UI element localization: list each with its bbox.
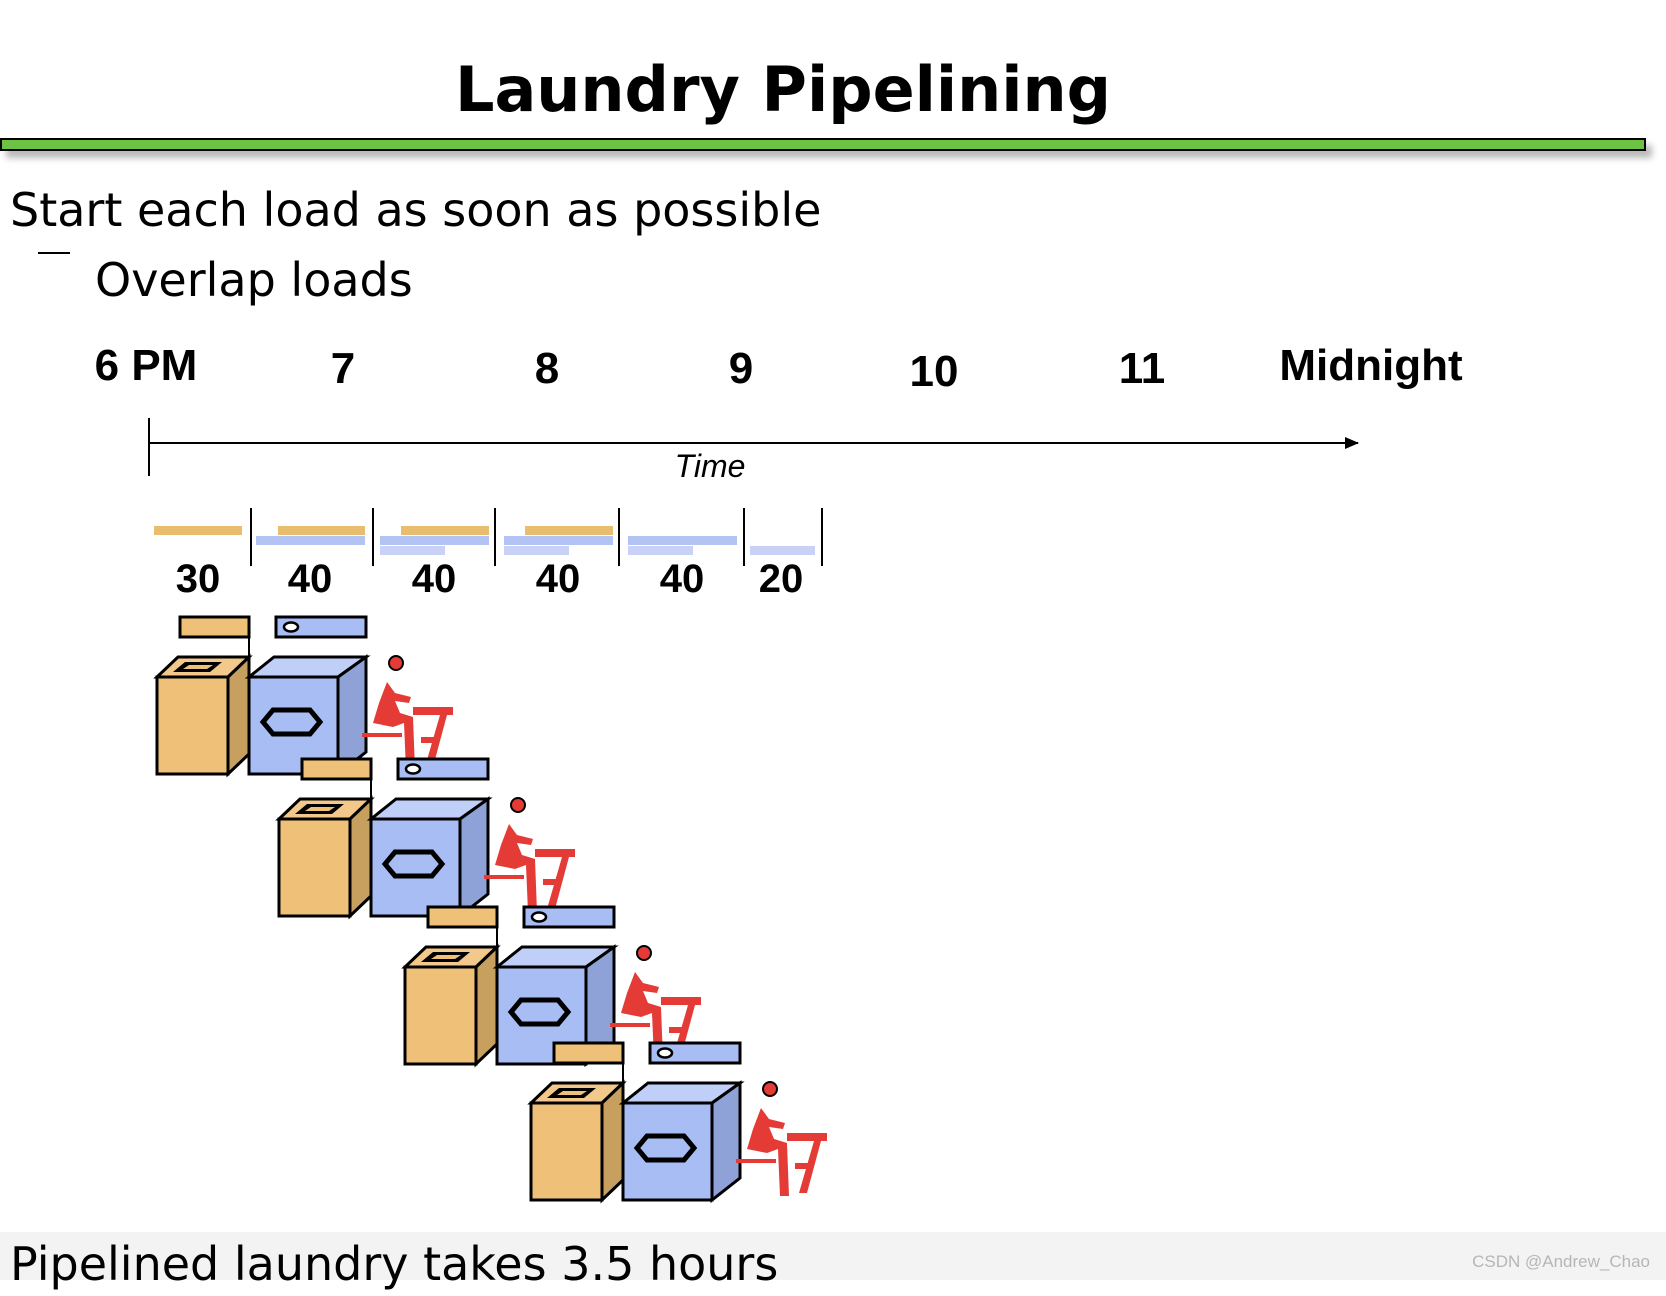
hour-label-7: 7: [330, 344, 356, 393]
fold-bar: [628, 546, 693, 555]
duration-label-5: 40: [659, 557, 705, 601]
hour-label-midnight: Midnight: [1279, 341, 1463, 390]
fold-bar: [380, 546, 445, 555]
wash-bar: [278, 526, 365, 535]
laundry-load-2: [279, 759, 575, 916]
laundry-load-4: [531, 1043, 827, 1200]
conclusion-text: Pipelined laundry takes 3.5 hours: [10, 1237, 779, 1291]
laundry-load-1: [157, 617, 453, 774]
hour-label-10: 10: [909, 347, 959, 396]
time-axis-caption: Time: [674, 448, 746, 484]
duration-label-4: 40: [535, 557, 581, 601]
dry-bar: [256, 536, 365, 545]
slide-title: Laundry Pipelining: [454, 53, 1112, 126]
bullet-level-1: Start each load as soon as possible: [10, 183, 822, 237]
stage-dividers: [250, 508, 823, 566]
footer-band: [0, 1232, 1666, 1280]
fold-bar: [504, 546, 569, 555]
hour-label-8: 8: [534, 344, 560, 393]
wash-bar: [154, 526, 242, 535]
dry-bar: [380, 536, 489, 545]
wash-bar: [401, 526, 489, 535]
watermark-text: CSDN @Andrew_Chao: [1472, 1252, 1650, 1271]
wash-bar: [525, 526, 613, 535]
duration-label-3: 40: [411, 557, 457, 601]
sub-bullet-dash: [38, 252, 70, 254]
hour-label-9: 9: [728, 344, 754, 393]
bullet-level-2: Overlap loads: [95, 253, 413, 307]
title-underline-rule: [0, 138, 1646, 151]
dry-bar: [504, 536, 613, 545]
duration-label-2: 40: [287, 557, 333, 601]
fold-bar: [750, 546, 815, 555]
hour-label-11: 11: [1118, 344, 1166, 393]
duration-label-1: 30: [175, 557, 221, 601]
laundry-load-3: [405, 907, 701, 1064]
duration-label-6: 20: [758, 557, 804, 601]
stage-bars: [154, 526, 815, 555]
dry-bar: [628, 536, 737, 545]
hour-label-6pm: 6 PM: [94, 341, 198, 390]
